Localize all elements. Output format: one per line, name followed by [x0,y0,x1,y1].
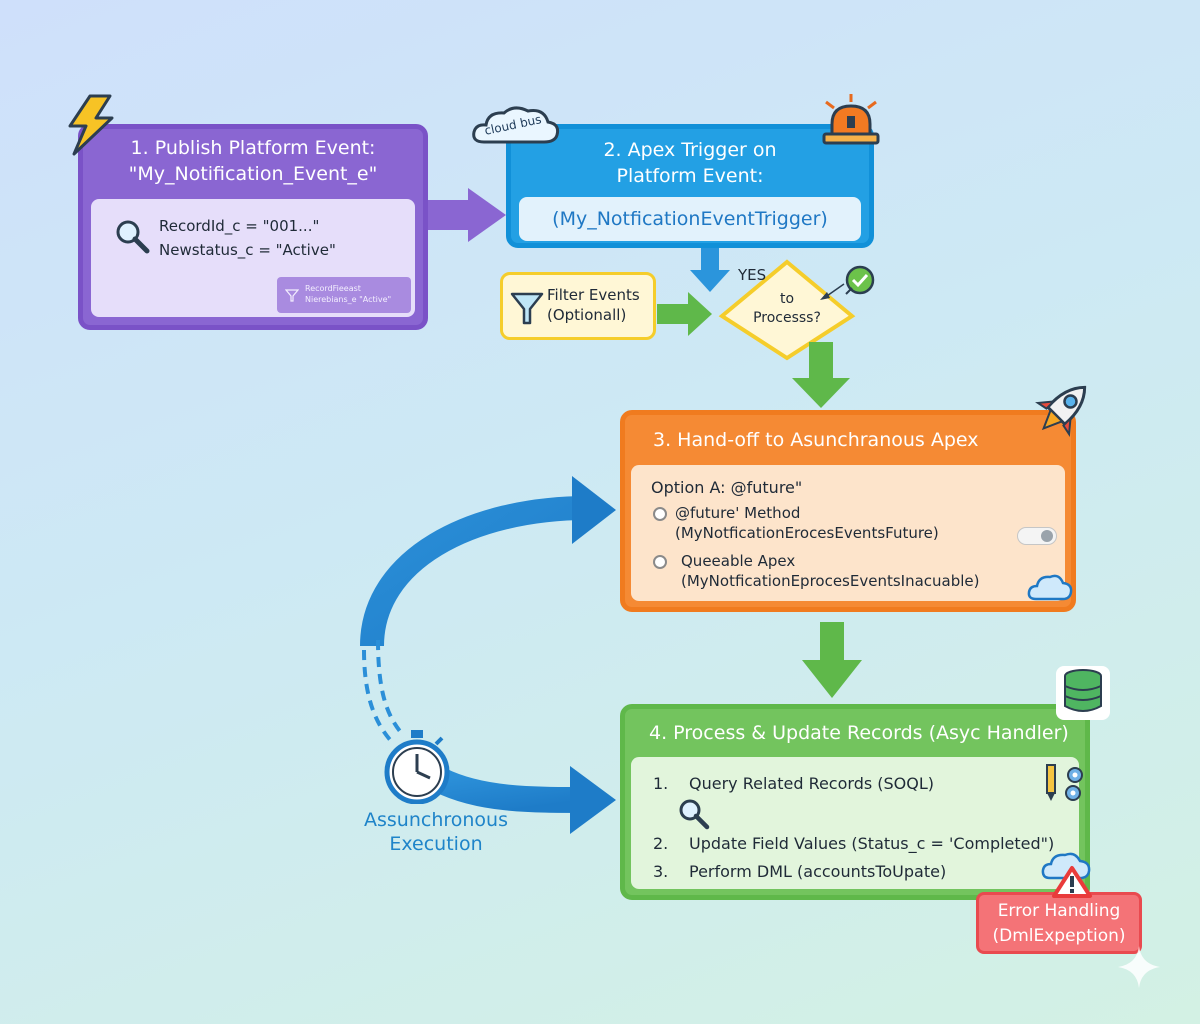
step3-options-panel: Option A: @future" @future' Method (MyNo… [631,465,1073,601]
siren-icon [822,94,880,145]
stopwatch-icon [384,730,450,804]
async-arc-top [360,496,589,647]
arrow-step1-to-step2 [428,188,506,242]
cloud-icon: cloud bus [470,104,560,146]
cloud-icon [1027,574,1073,601]
search-icon [116,220,150,254]
search-icon [679,799,710,830]
async-execution-label: Assunchronous Execution [364,809,508,855]
arrow-decision-to-step3 [792,342,850,408]
step1-fields-panel: RecordId_c = "001..." Newstatus_c = "Act… [91,199,415,317]
filter-events: Filter Events (Optionall) [500,272,656,340]
trigger-name: (My_NotficationEventTrigger) [519,197,861,241]
step4-item-update: Update Field Values (Status_c = 'Complet… [689,834,1055,853]
field-new-status: Newstatus_c = "Active" [159,241,336,259]
step3-async-handoff: 3. Hand-off to Asunchranous Apex Option … [620,410,1076,612]
arrow-filter-to-decision [657,292,712,336]
option-future: @future' Method (MyNotficationErocesEven… [675,504,939,542]
filter-label: Filter Events (Optionall) [547,286,640,324]
step4-title: 4. Process & Update Records (Asyc Handle… [649,722,1069,744]
funnel-icon [285,289,299,302]
async-arc-top-head [572,476,616,544]
step2-apex-trigger: 2. Apex Trigger on Platform Event: (My_N… [506,124,874,248]
toggle-icon[interactable] [1017,527,1057,545]
rocket-icon [1035,385,1087,437]
step4-item-num: 1. [653,774,669,793]
warning-icon [1041,852,1092,898]
decision-diamond [718,259,856,361]
sparkle-icon [1118,946,1160,988]
step1-publish-event: 1. Publish Platform Event: "My_Notificat… [78,124,428,330]
step4-item-num: 3. [653,862,669,881]
step4-item-num: 2. [653,834,669,853]
funnel-icon [510,292,544,325]
async-arc-dashed [362,649,394,744]
check-icon [845,265,875,295]
lightning-icon [68,94,114,156]
step3-title: 3. Hand-off to Asunchranous Apex [653,429,979,451]
step1-title: 1. Publish Platform Event: "My_Notificat… [128,137,378,185]
radio-queueable[interactable] [653,555,667,569]
check-pointer-arrow [820,283,845,300]
async-arc-bottom [434,768,589,813]
step4-steps-panel: 1. Query Related Records (SOQL) 2. Updat… [631,757,1083,889]
option-a-label: Option A: @future" [651,478,803,497]
step4-item-dml: Perform DML (accountsToUpate) [689,862,947,881]
radio-future[interactable] [653,507,667,521]
field-record-id: RecordId_c = "001..." [159,217,320,235]
decision-yes-label: YES [738,266,767,284]
decision-label: to Processs? [753,291,821,326]
async-arc-bottom-head [570,766,616,834]
arrow-step2-down [690,248,730,292]
step4-item-query: Query Related Records (SOQL) [689,774,935,793]
arrow-step3-to-step4 [802,622,862,698]
event-payload-chip: RecordFieeast Nierebians_e "Active" [277,277,411,313]
database-icon [1056,666,1110,720]
pencil-gear-icon [1046,764,1083,801]
option-queueable: Queeable Apex (MyNotficationEprocesEvent… [681,552,980,590]
step2-title: 2. Apex Trigger on Platform Event: [603,139,777,187]
step4-process-update: 4. Process & Update Records (Asyc Handle… [620,704,1090,900]
